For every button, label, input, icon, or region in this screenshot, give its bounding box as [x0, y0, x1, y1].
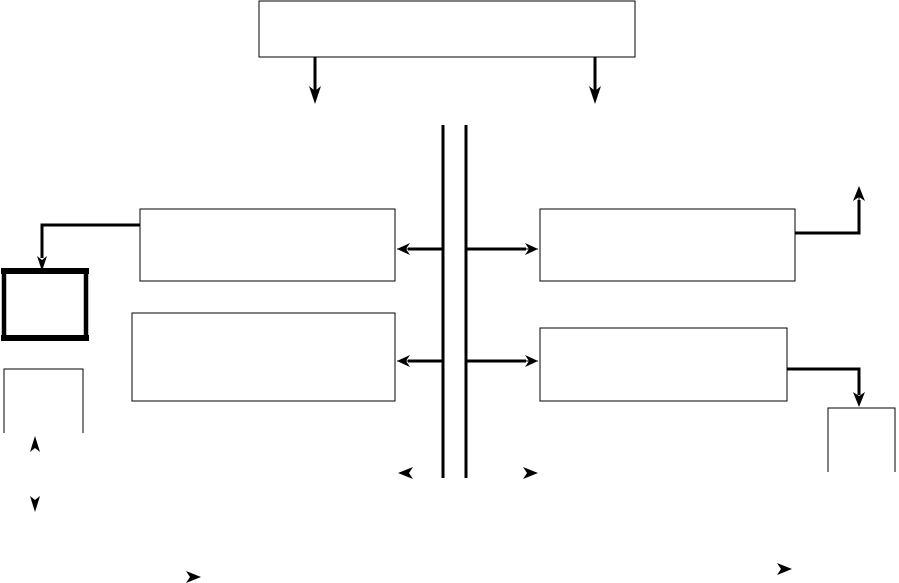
left-upper-to-thick-block-wire	[37, 223, 140, 271]
bottom-right-right-arrowhead-icon	[777, 563, 792, 575]
legend-down-arrowhead-icon	[30, 496, 40, 512]
left-open-block	[3, 368, 84, 433]
bus-to-left-lower-arrow	[397, 355, 443, 367]
bus-bottom-left-arrowhead-icon	[398, 467, 413, 479]
right-upper-output-up-arrow	[795, 186, 865, 235]
thick-block	[1, 268, 89, 341]
central-bus	[441, 125, 468, 478]
right-lower-output-down-arrow	[787, 367, 865, 407]
legend-up-arrowhead-icon	[30, 436, 40, 452]
top-left-down-arrow	[309, 57, 321, 104]
top-right-down-arrow	[589, 57, 601, 104]
bus-to-left-upper-arrow	[397, 243, 443, 255]
left-lower-block	[131, 312, 396, 402]
bottom-left-right-arrowhead-icon	[186, 571, 201, 583]
left-upper-block	[139, 208, 396, 282]
right-upper-block	[539, 208, 796, 282]
bus-to-right-lower-arrow	[466, 355, 538, 367]
right-lower-block	[539, 327, 788, 402]
top-block	[258, 0, 636, 58]
bus-bottom-right-arrowhead-icon	[523, 467, 538, 479]
right-open-block	[827, 407, 896, 472]
bus-to-right-upper-arrow	[466, 243, 538, 255]
